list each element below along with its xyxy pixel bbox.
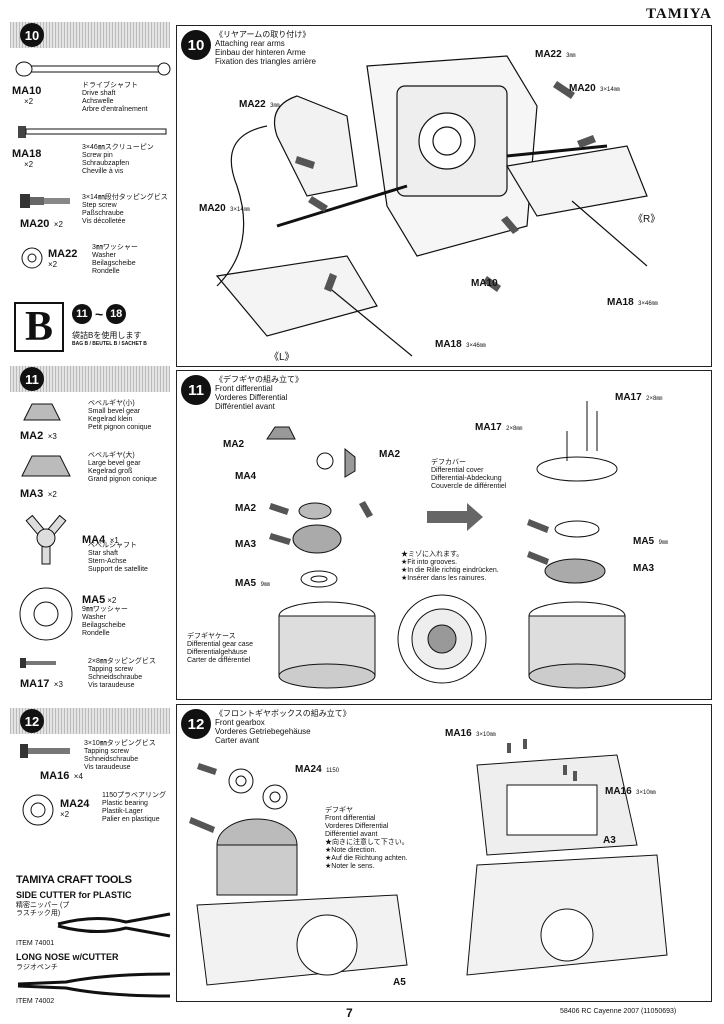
tapping-screw-3x10-icon — [20, 744, 70, 758]
craft-tools: TAMIYA CRAFT TOOLS SIDE CUTTER for PLAST… — [16, 874, 172, 1014]
step10-header: 10 — [10, 22, 170, 48]
callout-a3: A3 — [603, 835, 616, 846]
callout-ma5-left: MA5 9㎜ — [235, 578, 270, 589]
differential-assembly-illustration — [266, 401, 626, 689]
callout-ma18-right: MA18 3×46㎜ — [607, 297, 658, 308]
bag-letter: B — [14, 302, 64, 352]
step11-title: 《デフギヤの組み立て》Front differential Vorderes D… — [215, 375, 303, 411]
callout-left-side: 《L》 — [269, 352, 295, 363]
callout-ma20-top: MA20 3×14㎜ — [569, 83, 620, 94]
step12-header: 12 — [10, 708, 170, 734]
step12-panel: 12 《フロントギヤボックスの組み立て》Front gearbox Vorder… — [176, 704, 712, 1002]
product-code: 58406 RC Cayenne 2007 (11050693) — [560, 1008, 677, 1015]
callout-ma16-right: MA16 3×10㎜ — [605, 786, 656, 797]
step11-number: 11 — [20, 367, 44, 391]
callout-ma24: MA24 1150 — [295, 764, 340, 775]
washer-9mm-icon — [19, 587, 73, 641]
callout-ma10: MA10 — [471, 278, 498, 289]
side-cutter-icon — [57, 912, 171, 938]
step10-number: 10 — [20, 23, 44, 47]
rear-arm-assembly-illustration — [215, 55, 648, 357]
callout-ma17-top: MA17 2×8㎜ — [615, 392, 663, 403]
callout-right-side: 《R》 — [633, 214, 661, 225]
step12-number: 12 — [20, 709, 44, 733]
tapping-screw-icon — [20, 658, 56, 668]
washer-icon — [21, 247, 43, 269]
step10-panel: 10 《リヤアームの取り付け》Attaching rear arms Einba… — [176, 25, 712, 367]
star-shaft-icon — [25, 514, 67, 565]
step11-panel-number: 11 — [181, 375, 211, 405]
tool2-name: LONG NOSE w/CUTTER — [16, 952, 119, 962]
plastic-bearing-icon — [22, 794, 54, 826]
screw-pin-icon — [18, 126, 167, 138]
step12-panel-number: 12 — [181, 709, 211, 739]
brand-logo: TAMIYA — [645, 6, 712, 22]
callout-ma3-left: MA3 — [235, 539, 257, 550]
callout-a5: A5 — [393, 977, 406, 988]
callout-ma20-left: MA20 3×14㎜ — [199, 203, 250, 214]
step10-panel-number: 10 — [181, 30, 211, 60]
tool1-name: SIDE CUTTER for PLASTIC — [16, 890, 132, 900]
step-screw-icon — [20, 194, 70, 208]
callout-ma2-b: MA2 — [379, 449, 401, 460]
front-gearbox-illustration — [189, 739, 668, 986]
callout-ma3-right: MA3 — [633, 563, 655, 574]
drive-shaft-icon — [15, 61, 171, 77]
callout-ma16-top: MA16 3×10㎜ — [445, 728, 496, 739]
callout-ma5-right: MA5 9㎜ — [633, 536, 668, 547]
part-code: MA10 — [12, 85, 42, 97]
step12-title: 《フロントギヤボックスの組み立て》Front gearbox Vorderes … — [215, 709, 351, 745]
callout-ma18-bottom: MA18 3×46㎜ — [435, 339, 486, 350]
callout-ma22-top: MA22 3㎜ — [535, 49, 576, 60]
step10-title: 《リヤアームの取り付け》Attaching rear arms Einbau d… — [215, 30, 316, 66]
callout-ma17-left: MA17 2×8㎜ — [475, 422, 523, 433]
step11-panel: 11 《デフギヤの組み立て》Front differential Vordere… — [176, 370, 712, 700]
parts-list-step11: MA2 ×3 ベベルギヤ(小)Small bevel gear Kegelrad… — [12, 396, 172, 696]
page-number: 7 — [346, 1006, 353, 1020]
tools-header: TAMIYA CRAFT TOOLS — [16, 874, 132, 886]
bag-b-notice: B 11 ~ 18 袋詰Bを使用します BAG B / BEUTEL B / S… — [14, 302, 174, 354]
grooves-note: ★ミゾに入れます。★Fit into grooves. ★In die Rill… — [401, 551, 499, 582]
long-nose-pliers-icon — [17, 972, 171, 998]
callout-ma4: MA4 — [235, 471, 257, 482]
small-bevel-gear-icon — [23, 403, 61, 421]
callout-ma2-a: MA2 — [223, 439, 245, 450]
step11-header: 11 — [10, 366, 170, 392]
large-bevel-gear-icon — [21, 455, 71, 477]
callout-ma22-left: MA22 3㎜ — [239, 99, 280, 110]
callout-ma2-c: MA2 — [235, 503, 257, 514]
